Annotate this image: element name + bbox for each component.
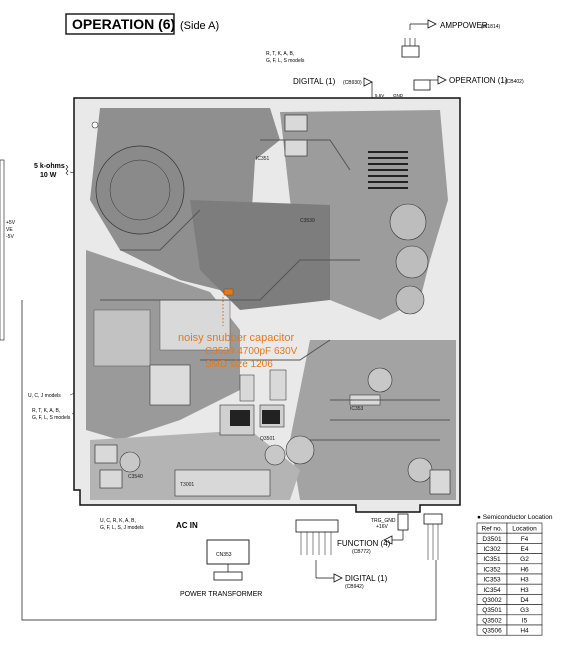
table-location-text: G3: [520, 607, 529, 614]
trg-gnd-label: TRG_GND: [371, 518, 396, 524]
digital-bottom-label: DIGITAL (1): [345, 574, 388, 583]
table-location-text: D4: [520, 597, 529, 604]
page-title: OPERATION (6): [72, 16, 175, 32]
table-ref-text: D3501: [482, 536, 502, 543]
table-ref-text: Q3502: [482, 617, 502, 624]
gnd-label: GND: [393, 93, 404, 98]
svg-text:Q3501: Q3501: [260, 436, 275, 442]
left-rail-labels: +5V VE -5V: [0, 159, 16, 341]
rail-ve: VE: [6, 227, 13, 233]
table-header-text: Ref no.: [482, 526, 503, 533]
power-transformer: CN353 POWER TRANSFORMER: [180, 539, 262, 598]
ampower-ref: (W1814): [481, 24, 501, 30]
table-ref-text: IC351: [483, 556, 501, 563]
power-transformer-label: POWER TRANSFORMER: [180, 591, 262, 598]
ac-in-label: AC IN: [176, 521, 198, 530]
title-box: [65, 13, 175, 35]
digital-top-connector: DIGITAL (1) (CB930) 5.6V GND: [293, 77, 405, 101]
bottom-digital-connector: DIGITAL (1) (CB942): [295, 519, 388, 590]
page-subtitle: (Side A): [180, 20, 219, 32]
resistor-value: 5 k-ohms: [34, 163, 65, 170]
operation-connector: OPERATION (1) (CB402): [413, 75, 524, 91]
annotation-line3: SMD size 1206: [205, 359, 273, 370]
right-small-connector: [423, 513, 443, 560]
annotation-line1: noisy snubber capacitor: [178, 332, 295, 344]
table-cell: [506, 624, 543, 636]
table-location-text: E4: [521, 546, 529, 553]
table-ref-text: Q3002: [482, 597, 502, 604]
table-ref-text: Q3506: [482, 628, 502, 635]
function-ref: (CB772): [352, 549, 371, 555]
snubber-annotation: noisy snubber capacitor C3539 4700pF 630…: [178, 332, 298, 370]
table-header-text: Location: [512, 526, 537, 533]
table-ref-text: IC302: [483, 546, 501, 553]
semiconductor-table: ● Semiconductor Location Ref no. Location…: [476, 514, 553, 636]
svg-text:C3539: C3539: [300, 218, 315, 224]
table-ref-text: IC354: [483, 587, 501, 594]
table-location-text: H4: [520, 628, 529, 635]
operation-label: OPERATION (1): [449, 76, 508, 85]
table-ref-text: IC353: [483, 577, 501, 584]
v56-label: 5.6V: [375, 93, 384, 98]
models-top-line1: R, T, K, A, B,: [266, 51, 294, 57]
models-bottom-line2: G, F, L, S, J models: [100, 525, 144, 531]
table-title: ● Semiconductor Location: [477, 514, 553, 521]
table-ref-text: IC352: [483, 566, 501, 573]
table-location-text: F4: [521, 536, 529, 543]
svg-text:IC351: IC351: [256, 156, 270, 162]
annotation-line2: C3539 4700pF 630V: [205, 346, 298, 357]
table-location-text: G2: [520, 556, 529, 563]
digital-top-ref: (CB930): [343, 80, 362, 86]
outer-wire: [21, 300, 437, 621]
table-location-text: H3: [520, 587, 529, 594]
trg-16v-label: +16V: [376, 524, 388, 530]
uc-j-models-label: U, C, J models: [28, 393, 61, 399]
c3539-highlight: [223, 288, 234, 296]
pcb-board: IC351 C3539 C3540 T3001 Q3501 IC353: [73, 97, 461, 513]
svg-text:IC353: IC353: [350, 406, 364, 412]
table-location-text: H3: [520, 577, 529, 584]
transformer-ref: CN353: [216, 552, 232, 558]
table-location-text: I5: [522, 617, 528, 624]
models-top-line2: G, F, L, S models: [266, 58, 305, 64]
models-bottom-line1: U, C, R, K, A, B,: [100, 518, 136, 524]
operation-ref: (CB402): [505, 79, 524, 85]
svg-text:C3540: C3540: [128, 474, 143, 480]
function-label: FUNCTION (4): [337, 539, 391, 548]
function-connector: TRG_GND +16V FUNCTION (4) (CB772): [337, 513, 409, 555]
rail-plus5v: +5V: [6, 220, 16, 226]
table-location-text: H6: [520, 566, 529, 573]
models-left-line2: G, F, L, S models: [32, 415, 71, 421]
resistor-watts: 10 W: [40, 172, 57, 179]
svg-text:T3001: T3001: [180, 482, 194, 488]
table-ref-text: Q3501: [482, 607, 502, 614]
ampower-connector: AMPPOWER (W1814): [401, 19, 501, 58]
digital-top-label: DIGITAL (1): [293, 77, 336, 86]
models-left-line1: R, T, K, A, B,: [32, 408, 60, 414]
ampower-label: AMPPOWER: [440, 21, 488, 30]
digital-bottom-ref: (CB942): [345, 584, 364, 590]
rail-minus5v: -5V: [6, 234, 14, 240]
